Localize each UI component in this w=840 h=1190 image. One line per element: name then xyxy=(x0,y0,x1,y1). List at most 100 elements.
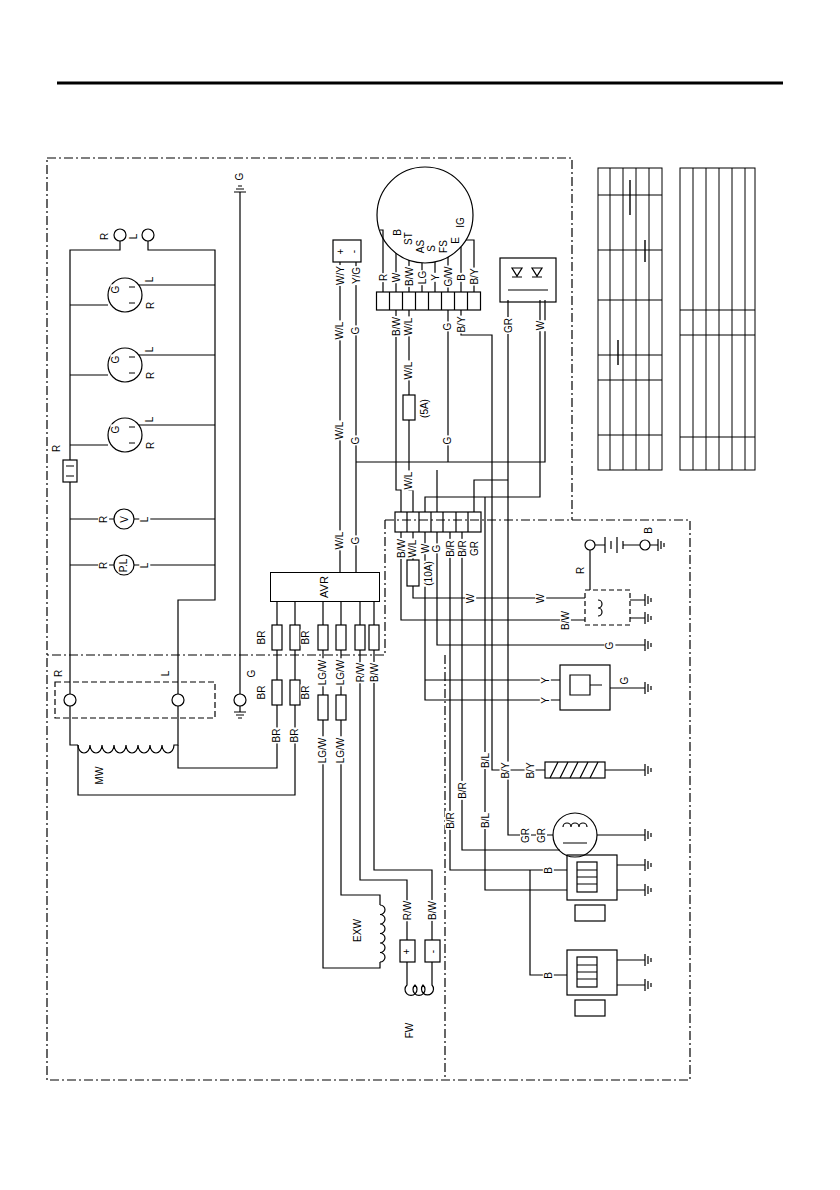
wire-label: G xyxy=(442,321,453,331)
wire-label: E xyxy=(449,236,460,245)
wire-label: W xyxy=(420,542,431,553)
wire-label: R/W xyxy=(402,899,413,920)
wire-label: + xyxy=(401,947,412,955)
wire-label: B xyxy=(455,273,466,282)
wire-label: IG xyxy=(454,216,465,229)
wire-label: W/L xyxy=(334,320,345,340)
wire-label: B/Y xyxy=(469,267,480,285)
wire-label: B/Y xyxy=(456,315,467,333)
wire-label: B/R xyxy=(456,781,467,800)
wire-label: W xyxy=(535,592,546,603)
wire-label: L xyxy=(144,345,155,353)
wire-label: L xyxy=(160,669,171,677)
wire-label: G xyxy=(246,668,257,678)
wire-label: P.L xyxy=(118,557,129,573)
wire-label: LG/W xyxy=(317,736,328,764)
wire-label: B/W xyxy=(395,538,406,559)
wire-label: LG/W xyxy=(335,658,346,686)
wire-label: Y xyxy=(429,273,440,282)
wire-label: R xyxy=(378,272,389,281)
wire-label: R/W xyxy=(355,661,366,682)
wire-label: BR xyxy=(289,727,300,743)
regulator-box: AVR xyxy=(270,572,380,602)
wire-label: ST xyxy=(402,231,413,246)
wire-label: EXW xyxy=(351,918,362,943)
wire-label: G xyxy=(350,535,361,545)
wire-label: R xyxy=(98,560,109,569)
wire-label: L xyxy=(144,275,155,283)
wire-label: B xyxy=(542,971,553,980)
wire-label: W/L xyxy=(403,360,414,380)
output-circuit xyxy=(55,186,295,795)
wire-label: BR xyxy=(300,684,311,700)
wire-label: G xyxy=(350,435,361,445)
region-borders xyxy=(47,158,690,1080)
wire-label: W/L xyxy=(403,316,414,336)
wire-label: W/L xyxy=(334,420,345,440)
wire-label: B/Y xyxy=(525,761,536,779)
wire-label: B/W xyxy=(403,266,414,287)
wire-label: GR xyxy=(503,317,514,334)
wire-label: L xyxy=(128,232,139,240)
wire-label: R xyxy=(145,300,156,309)
wire-label: R xyxy=(98,514,109,523)
wire-label: G xyxy=(619,675,630,685)
wire-label: L xyxy=(144,415,155,423)
wire-label: L xyxy=(139,561,150,569)
wire-label: GR xyxy=(469,540,480,557)
wire-label: G xyxy=(110,354,121,364)
wire-label: B xyxy=(642,526,653,535)
wire-label: B xyxy=(391,228,402,237)
wire-label: W xyxy=(465,592,476,603)
wire-label: W/L xyxy=(407,538,418,558)
wire-label: W/L xyxy=(403,470,414,490)
wire-label: R xyxy=(145,370,156,379)
wire-label: S xyxy=(425,244,436,253)
wire-label: B/R xyxy=(456,539,467,558)
wire-label: BR xyxy=(256,684,267,700)
wire-label: BR xyxy=(300,629,311,645)
wire-label: MW xyxy=(94,765,105,785)
wire-label: GR xyxy=(536,827,547,844)
wire-label: B xyxy=(542,866,553,875)
wire-label: FS xyxy=(437,239,448,254)
wire-label: R xyxy=(53,668,64,677)
wire-label: G xyxy=(604,640,615,650)
wire-label: W xyxy=(535,319,546,330)
wire-label: G xyxy=(110,424,121,434)
wire-label: W/Y xyxy=(334,265,345,286)
wire-label: LG xyxy=(417,269,428,284)
header-rule xyxy=(57,82,783,83)
wire-label: B/R xyxy=(444,539,455,558)
wire-label: W/L xyxy=(334,530,345,550)
wire-label: - xyxy=(348,248,359,253)
wire-label: Y/G xyxy=(351,265,362,284)
engine-circuit xyxy=(401,497,664,1016)
wire-label: (10A) xyxy=(423,560,434,586)
wire-label: LG/W xyxy=(335,736,346,764)
wire-label: V xyxy=(118,515,129,524)
wire-label: B/W xyxy=(368,662,379,683)
wire-label: B/W xyxy=(390,316,401,337)
wire-label: G xyxy=(442,435,453,445)
wire-label: BR xyxy=(256,629,267,645)
wire-label: R xyxy=(99,231,110,240)
wire-label: Y xyxy=(539,696,550,705)
control-circuit xyxy=(356,167,556,835)
wire-label: B/L xyxy=(480,811,491,828)
wire-label: B/Y xyxy=(500,761,511,779)
wire-label: G xyxy=(350,325,361,335)
wire-label: B/L xyxy=(480,751,491,768)
wire-label: + xyxy=(335,247,346,255)
wire-label: B/W xyxy=(559,610,570,631)
wire-label: W xyxy=(391,271,402,282)
wire-label: B/W xyxy=(426,900,437,921)
wire-label: G/W xyxy=(443,265,454,287)
wire-label: (5A) xyxy=(418,398,429,419)
wire-label: - xyxy=(427,948,438,953)
wire-label: AS xyxy=(415,238,426,253)
wire-label: G xyxy=(234,171,245,181)
